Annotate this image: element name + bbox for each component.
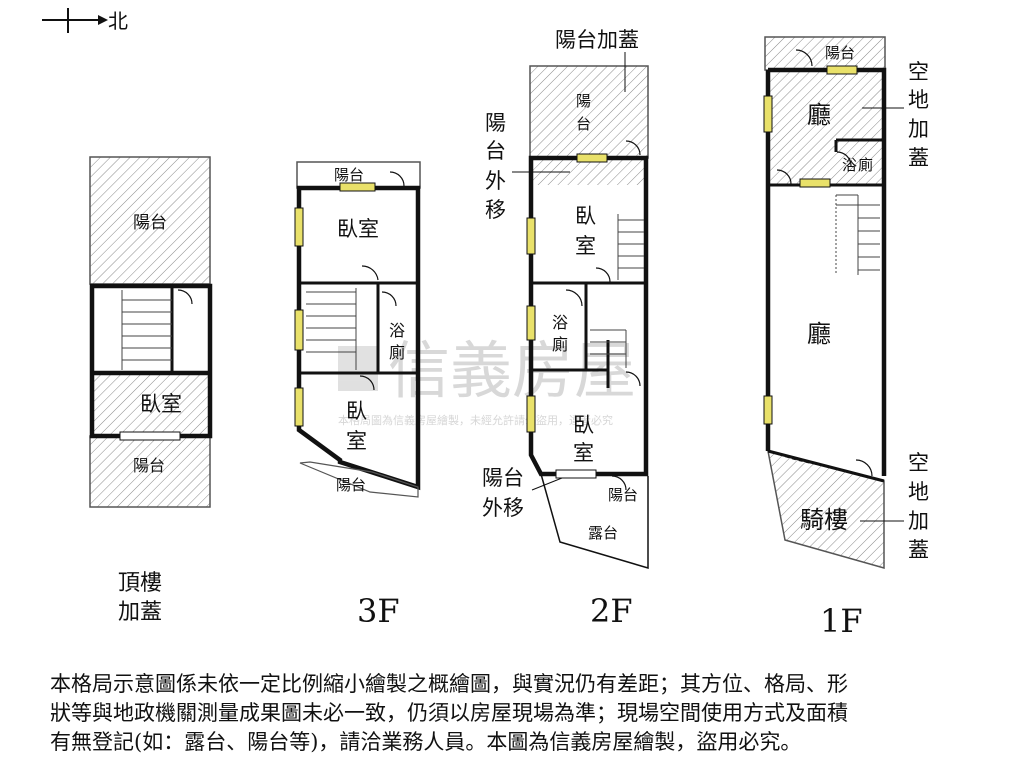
2f-bath-label-line2: 廁 xyxy=(552,335,568,354)
2f-balcony-top-label-line1: 陽 xyxy=(576,92,591,110)
floor-roof: 陽台 臥室 陽台 頂樓 加蓋 xyxy=(89,156,213,625)
1f-note-upper-4: 蓋 xyxy=(908,146,929,170)
2f-bedroom-bottom-label-line2: 室 xyxy=(573,441,594,465)
window-2f-top xyxy=(576,153,608,163)
2f-note-shift-upper-3: 外 xyxy=(485,169,506,193)
1f-note-lower-4: 蓋 xyxy=(908,538,929,562)
1f-note-lower-2: 地 xyxy=(908,480,929,504)
2f-note-shift-upper-1: 陽 xyxy=(485,111,506,135)
disclaimer-line-3: 有無登記(如：露台、陽台等)，請洽業務人員。本圖為信義房屋繪製，盜用必究。 xyxy=(50,730,802,754)
1f-hall-main-label: 廳 xyxy=(807,320,831,348)
1f-balcony-top-area xyxy=(764,36,886,71)
1f-note-lower-3: 加 xyxy=(908,509,929,533)
north-label: 北 xyxy=(108,9,128,33)
roof-balcony-top-label: 陽台 xyxy=(133,213,167,233)
3f-balcony-top-label: 陽台 xyxy=(334,166,364,184)
roof-floor-name-line1: 頂樓 xyxy=(118,571,162,596)
1f-arcade-label: 騎樓 xyxy=(800,506,848,534)
compass: 北 xyxy=(42,8,128,33)
2f-balcony-top-area xyxy=(529,65,649,159)
floor-2f: 陽台加蓋 陽 台 陽 台 外 移 臥 室 浴 廁 臥 室 陽台 外移 陽台 露台… xyxy=(482,28,649,630)
3f-bedroom-top-label: 臥室 xyxy=(337,217,379,241)
1f-note-upper-1: 空 xyxy=(908,60,929,84)
brand-logo-icon xyxy=(338,346,378,391)
2f-terrace-label: 露台 xyxy=(588,524,618,542)
watermark: 信義房屋 本格局圖為信義房屋繪製，未經允許請勿盜用，違者必究 xyxy=(338,334,636,427)
watermark-notice: 本格局圖為信義房屋繪製，未經允許請勿盜用，違者必究 xyxy=(338,413,613,427)
2f-bedroom-bottom-label-line1: 臥 xyxy=(573,413,594,437)
1f-note-lower-1: 空 xyxy=(908,451,929,475)
2f-balcony-top-label-line2: 台 xyxy=(576,115,591,133)
3f-floor-name: 3F xyxy=(357,592,400,630)
north-arrow-icon xyxy=(98,15,108,25)
1f-bath-label: 浴 xyxy=(842,156,857,174)
window-1f-top xyxy=(826,65,858,75)
roof-bedroom-label: 臥室 xyxy=(140,392,182,416)
roof-balcony-bottom-area xyxy=(89,435,211,508)
roof-balcony-bottom-label: 陽台 xyxy=(133,456,165,475)
3f-bath-label-line2: 廁 xyxy=(389,343,405,362)
2f-bath-label-line1: 浴 xyxy=(552,313,568,332)
1f-balcony-top-label: 陽台 xyxy=(825,44,855,62)
2f-note-shift-upper-2: 台 xyxy=(485,139,506,163)
3f-bath-label-line1: 浴 xyxy=(389,321,405,340)
2f-bedroom-top-label-line1: 臥 xyxy=(575,204,596,228)
roof-floor-name-line2: 加蓋 xyxy=(118,600,162,625)
2f-floor-name: 2F xyxy=(590,592,633,630)
2f-bedroom-top-label-line2: 室 xyxy=(575,234,596,258)
2f-note-shift-lower-line1: 陽台 xyxy=(482,466,524,490)
1f-note-upper-2: 地 xyxy=(908,88,929,112)
floor-1f: 陽台 廳 浴 廁 廳 騎樓 空 地 加 蓋 空 地 加 蓋 1F xyxy=(763,36,929,640)
window-3f-top xyxy=(339,182,376,192)
1f-hall-top-label: 廳 xyxy=(807,101,831,129)
2f-note-shift-lower-line2: 外移 xyxy=(482,496,524,520)
3f-bedroom-bottom-label-line2: 室 xyxy=(346,429,367,453)
disclaimer-line-1: 本格局示意圖係未依一定比例縮小繪製之概繪圖，與實況仍有差距；其方位、格局、形 xyxy=(50,672,848,696)
roof-door-icon xyxy=(177,289,193,305)
disclaimer-line-2: 狀等與地政機關測量成果圖未必一致，仍須以房屋現場為準；現場空間使用方式及面積 xyxy=(50,701,848,725)
door-3f-balcony-icon xyxy=(389,171,405,187)
2f-note-shift-upper-4: 移 xyxy=(485,198,506,222)
1f-bath-label-line2: 廁 xyxy=(858,156,873,174)
2f-note-balcony-addition: 陽台加蓋 xyxy=(555,28,639,52)
1f-note-upper-3: 加 xyxy=(908,117,929,141)
1f-floor-name: 1F xyxy=(820,602,863,640)
disclaimer: 本格局示意圖係未依一定比例縮小繪製之概繪圖，與實況仍有差距；其方位、格局、形 狀… xyxy=(50,670,990,757)
floor-3f: 陽台 臥室 浴 廁 臥 室 陽台 3F xyxy=(294,161,421,630)
3f-bedroom-bottom-label-line1: 臥 xyxy=(346,399,367,423)
2f-balcony-bottom-label: 陽台 xyxy=(608,486,638,504)
3f-balcony-bottom-label: 陽台 xyxy=(336,476,366,494)
